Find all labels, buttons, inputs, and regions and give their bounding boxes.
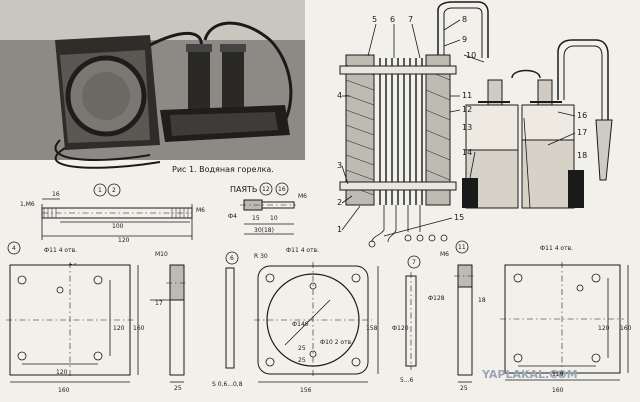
- gasket6-holes: Ф11 4 отв.: [286, 247, 319, 254]
- cross-section: [339, 1, 613, 248]
- detail-rod: 1 2 1,М6 16 100 120 М6: [20, 183, 205, 244]
- callout-14: 14: [462, 148, 472, 157]
- plate11-dim-120-h: 120: [552, 371, 564, 378]
- callout-7: 7: [408, 15, 413, 24]
- watermark: YAPLAKAL.COM: [481, 368, 578, 381]
- plate7-dim: 5...6: [400, 377, 414, 384]
- side10-dim-25: 25: [174, 385, 182, 392]
- sidem6-dim-25: 25: [460, 385, 468, 392]
- plate11-dim-160-v: 160: [620, 325, 632, 332]
- plate11-dim-120-v: 120: [598, 325, 610, 332]
- plate4-holes: Ф11 4 отв.: [44, 247, 77, 254]
- solder-id-a: 12: [262, 186, 270, 193]
- callout-8: 8: [462, 15, 467, 24]
- sidem6-dim-18: 18: [478, 297, 486, 304]
- detail-gasket-6: 6 R 30 Ф11 4 отв. S 0,6...0,8 Ф146 Ф10 2…: [212, 247, 379, 394]
- callout-16: 16: [577, 111, 587, 120]
- gasket6-dim-25b: 25: [298, 357, 306, 364]
- plate4-dim-120-v: 120: [113, 325, 125, 332]
- gasket6-dim-158: 158: [366, 325, 378, 332]
- callout-9: 9: [462, 35, 467, 44]
- gasket6-dim-156: 156: [300, 387, 312, 394]
- gasket6-dim-25a: 25: [298, 345, 306, 352]
- sidem6-dia: Ф128: [428, 295, 445, 302]
- sidem6-label: М6: [440, 251, 449, 258]
- detail-plate-4: 4 Ф11 4 отв. Ф6 120 160 120 160: [6, 241, 145, 394]
- callout-4: 4: [337, 91, 342, 100]
- gasket6-r: R 30: [254, 253, 268, 260]
- callouts-right: 11 12 13 14 16 17 18: [449, 91, 587, 179]
- callout-1: 1: [337, 225, 342, 234]
- solder-dim-10: 10: [270, 215, 278, 222]
- callout-17: 17: [577, 128, 587, 137]
- plate7-id: 7: [412, 259, 416, 266]
- side10-label: М10: [155, 251, 168, 258]
- plate11-holes: Ф11 4 отв.: [540, 245, 573, 252]
- rod-id-b: 2: [112, 187, 116, 194]
- callout-5: 5: [372, 15, 377, 24]
- solder-end: М6: [298, 193, 307, 200]
- plate7-dia: Ф120: [392, 325, 409, 332]
- rod-thread: 1,М6: [20, 201, 35, 208]
- detail-solder: ПАЯТЬ 12 16 Ф4 М6 15 10 30(18): [228, 182, 307, 235]
- burner-photo: [0, 0, 305, 169]
- callouts-top: 5 6 7 8 9 10: [367, 15, 485, 63]
- detail-side-m10: М10 17 25: [150, 251, 188, 392]
- detail-plate-7: 7 Ф120 5...6: [392, 255, 421, 384]
- solder-side: Ф4: [228, 213, 237, 220]
- solder-dim-15: 15: [252, 215, 260, 222]
- figure-caption: Рис 1. Водяная горелка.: [172, 165, 274, 174]
- callout-18: 18: [577, 151, 587, 160]
- callout-12: 12: [462, 105, 472, 114]
- rod-dim-16: 16: [52, 191, 60, 198]
- gasket6-thick: S 0,6...0,8: [212, 381, 243, 388]
- callouts-left: 4 3 2 1 15: [337, 91, 464, 237]
- plate4-dim-160-v: 160: [133, 325, 145, 332]
- plate4-dim-120-h: 120: [56, 369, 68, 376]
- callout-11: 11: [462, 91, 472, 100]
- rod-id-a: 1: [98, 187, 102, 194]
- callout-15: 15: [454, 213, 464, 222]
- callout-2: 2: [337, 198, 342, 207]
- rod-dim-100: 100: [112, 223, 124, 230]
- plate4-dim-160-h: 160: [58, 387, 70, 394]
- callout-13: 13: [462, 123, 472, 132]
- callout-6: 6: [390, 15, 395, 24]
- detail-plate-11: 11 Ф11 4 отв. Ф6 120 160 120 160: [455, 240, 632, 394]
- plate11-dim-160-h: 160: [552, 387, 564, 394]
- solder-id-b: 16: [278, 186, 286, 193]
- detail-side-m6: М6 Ф128 18 25: [428, 251, 486, 392]
- gasket6-id: 6: [230, 255, 234, 262]
- solder-label: ПАЯТЬ: [230, 185, 257, 194]
- solder-dim-30: 30(18): [254, 227, 274, 234]
- side10-dim-17: 17: [155, 300, 163, 307]
- callout-10: 10: [466, 51, 476, 60]
- plate4-id: 4: [12, 245, 16, 252]
- gasket6-dia: Ф146: [292, 321, 309, 328]
- rod-dim-120: 120: [118, 237, 130, 244]
- gasket6-hole-b: Ф10 2 отв.: [320, 339, 353, 346]
- rod-end-dia: М6: [196, 207, 205, 214]
- callout-3: 3: [337, 161, 342, 170]
- plate11-id: 11: [458, 244, 466, 251]
